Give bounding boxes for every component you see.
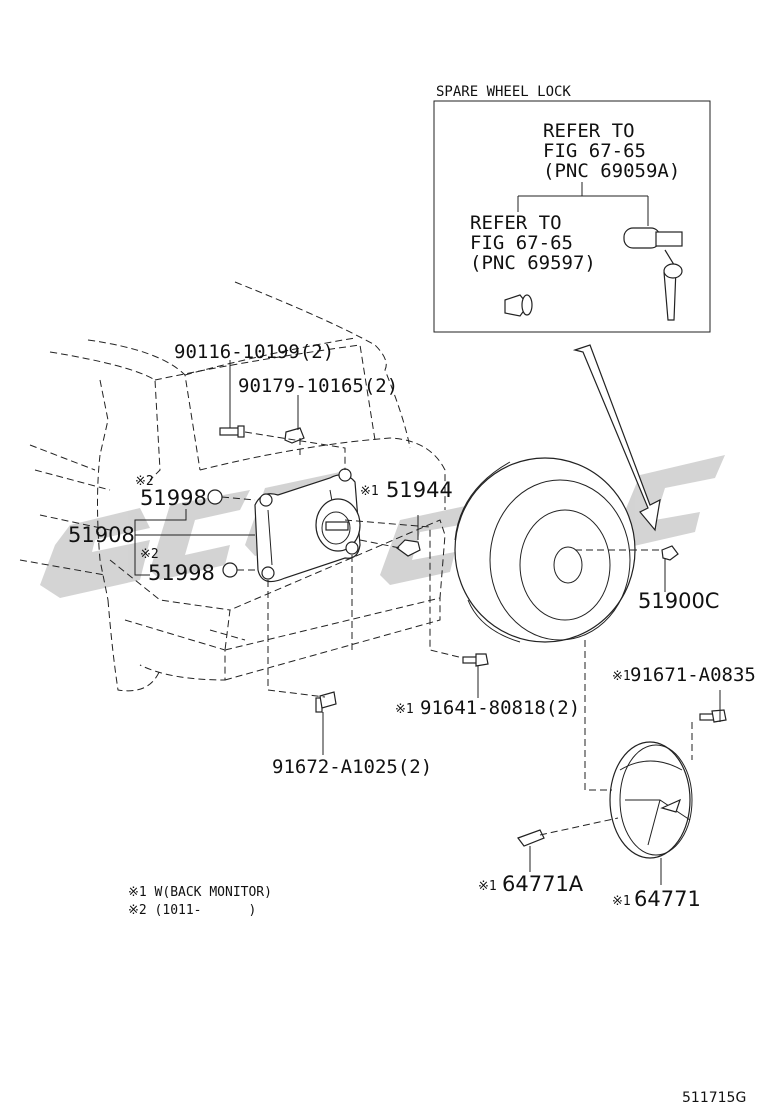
emblem-64771a [517,829,545,847]
mark-1-91641: ※1 [395,702,414,717]
nut-51900c [661,545,679,561]
connector-lines [221,431,693,836]
figure-id: 511715G [682,1090,746,1106]
label-51900c: 51900C [638,589,719,613]
mark-1-64771a: ※1 [478,879,497,894]
label-91672: 91672-A1025(2) [272,756,432,778]
spare-tire-cover [609,741,693,859]
label-51908: 51908 [68,523,135,547]
refer-b-line3: (PNC 69597) [470,252,596,274]
leader-lines [134,360,721,885]
label-51944: 51944 [386,478,453,502]
refer-a-line2: FIG 67-65 [543,140,646,162]
label-90179: 90179-10165(2) [238,375,398,397]
label-90116: 90116-10199(2) [174,341,334,363]
note-1: ※1 W(BACK MONITOR) [128,885,272,900]
label-64771: 64771 [634,887,701,911]
note-2: ※2 (1011- ) [128,903,256,918]
label-91671: 91671-A0835 [630,664,756,686]
mark-1-51944: ※1 [360,484,379,499]
bolt-91671 [699,709,727,723]
vehicle-body-outline [19,281,446,692]
spare-tire [454,457,636,643]
refer-b-line2: FIG 67-65 [470,232,573,254]
bolt-91641 [462,653,489,667]
cushion-51998-upper [207,489,223,505]
bolt-91672 [315,691,337,713]
refer-b-line1: REFER TO [470,212,562,234]
inset-title: SPARE WHEEL LOCK [436,84,571,100]
callout-arrow [572,344,661,532]
sensor-51944 [396,539,421,557]
label-91641: 91641-80818(2) [420,697,580,719]
refer-a-line3: (PNC 69059A) [543,160,680,182]
spare-wheel-lock-inset [433,100,711,333]
refer-a-line1: REFER TO [543,120,635,142]
label-51998-upper: 51998 [140,486,207,510]
mark-2-upper: ※2 [135,474,154,489]
label-51998-lower: 51998 [148,561,215,585]
mark-2-lower: ※2 [140,547,159,562]
cushion-51998-lower [222,562,238,578]
mark-1-64771: ※1 [612,894,631,909]
carrier-bracket [254,468,361,583]
label-64771a: 64771A [502,872,584,896]
bolt-90116 [219,425,245,438]
mark-1-91671: ※1 [612,669,631,684]
